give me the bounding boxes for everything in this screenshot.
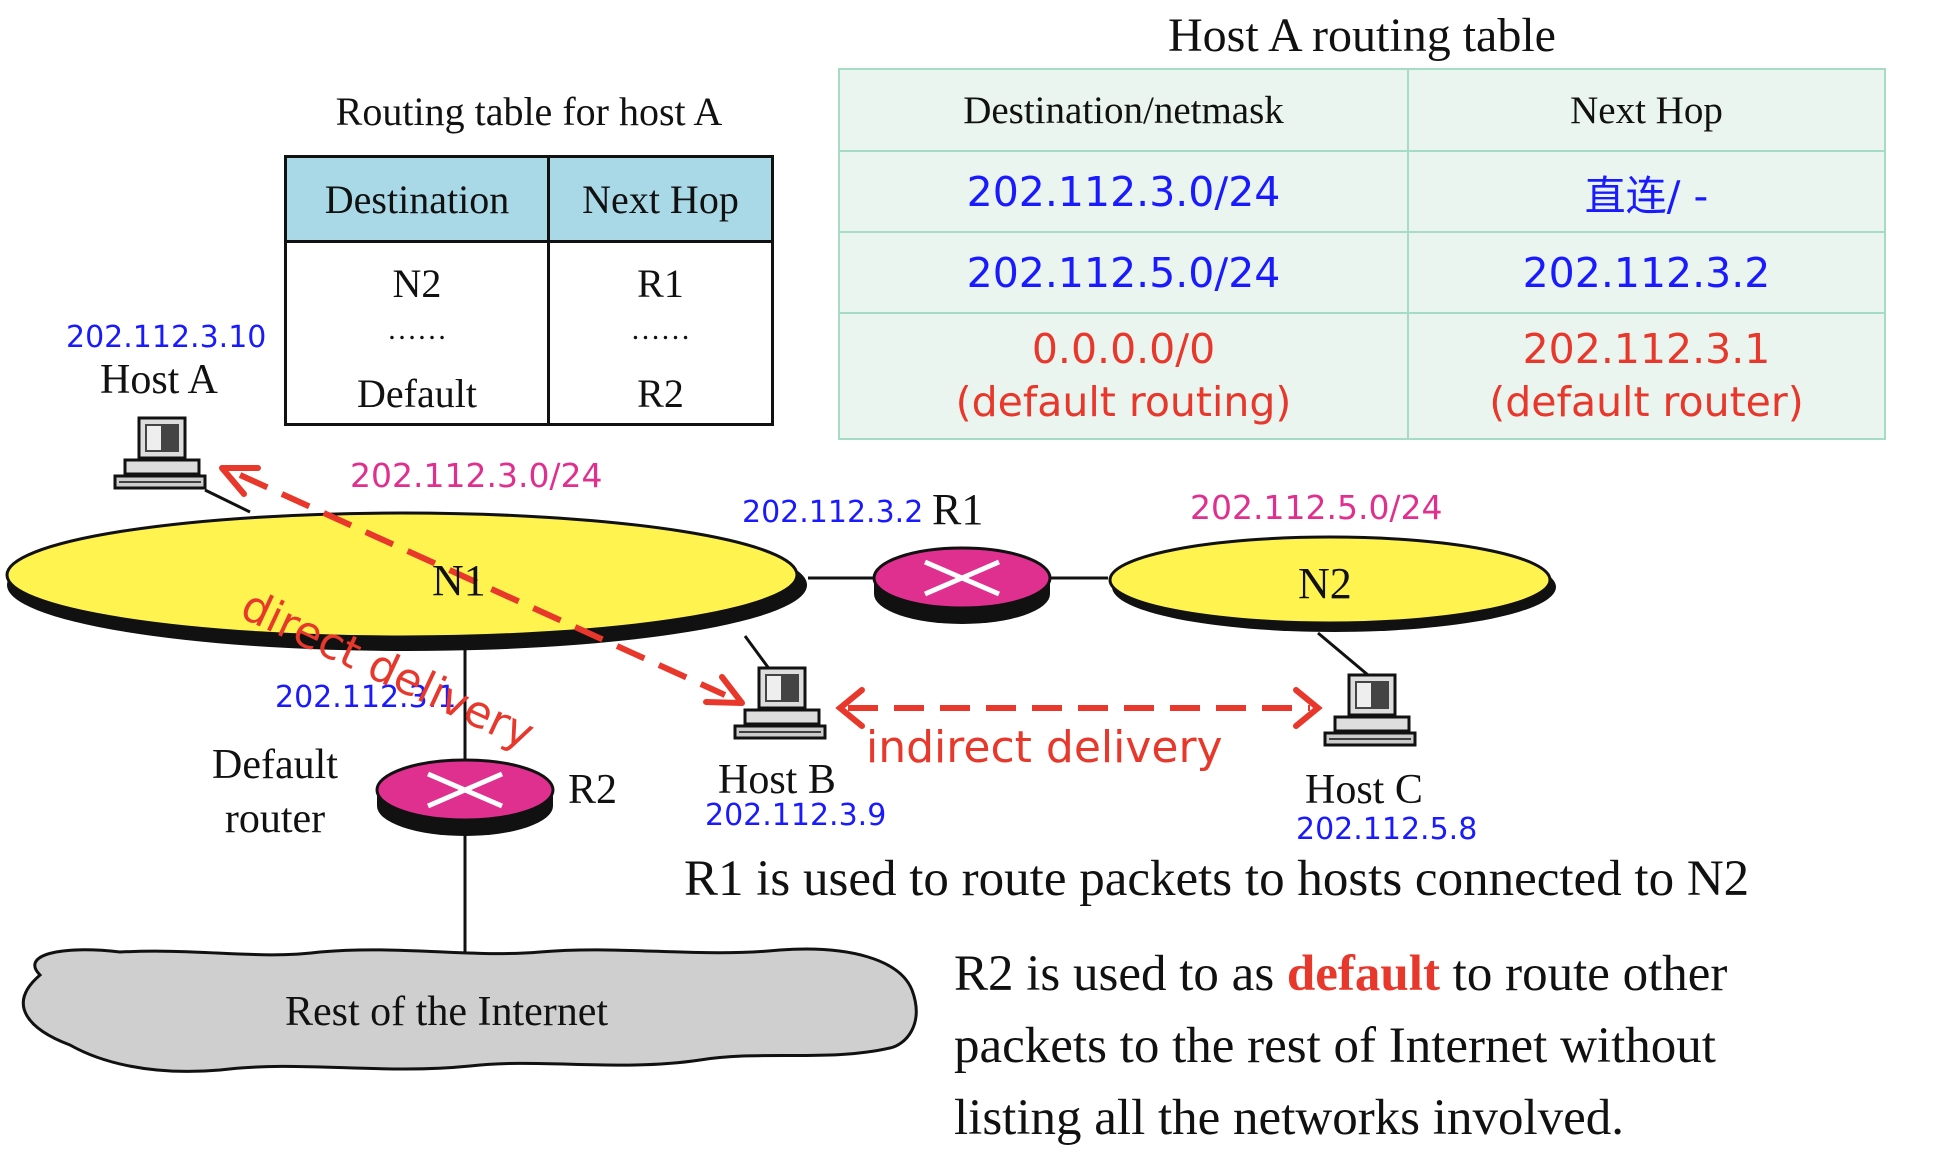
- direct-delivery-arrow: [238, 472, 727, 698]
- small-routing-table: Destination Next Hop N2 R1 …… …… Default…: [284, 155, 775, 426]
- table-cell: ……: [546, 313, 775, 363]
- r2-role-line2: router: [224, 796, 326, 842]
- default-hop: 202.112.3.1: [1522, 325, 1771, 373]
- small-table-header-destination: Destination: [284, 155, 550, 243]
- r2-label: R2: [568, 767, 618, 813]
- r2-note-line2: packets to the rest of Internet without: [954, 1018, 1716, 1074]
- big-table-title: Host A routing table: [1168, 9, 1556, 62]
- table-row: Default R2: [284, 363, 775, 425]
- host-a-routing-table: Destination/netmask Next Hop 202.112.3.0…: [838, 68, 1886, 440]
- default-dest-note: (default routing): [955, 378, 1292, 426]
- r2-note-emphasis: default: [1286, 946, 1440, 1002]
- host-a-ip: 202.112.3.10: [66, 320, 267, 355]
- r1-router: [872, 546, 1052, 624]
- table-row: 0.0.0.0/0 (default routing) 202.112.3.1 …: [838, 312, 1886, 440]
- r2-note-post: to route other: [1439, 946, 1728, 1002]
- table-row: 202.112.3.0/24 直连/ -: [838, 150, 1886, 233]
- table-cell: Default: [284, 363, 550, 425]
- r1-label: R1: [932, 485, 984, 534]
- host-c-label: Host C: [1305, 767, 1423, 813]
- r2-note: R2 is used to as default to route other …: [954, 938, 1727, 1154]
- default-hop-note: (default router): [1489, 378, 1804, 426]
- r2-note-pre: R2 is used to as: [954, 946, 1287, 1002]
- host-c-ip: 202.112.5.8: [1296, 812, 1478, 847]
- big-table-header-destination: Destination/netmask: [838, 68, 1409, 152]
- table-cell: N2: [284, 241, 550, 313]
- table-cell: 直连/ -: [1407, 150, 1886, 233]
- table-row: N2 R1: [284, 241, 775, 313]
- internet-label: Rest of the Internet: [285, 989, 609, 1035]
- host-b-computer: [733, 666, 827, 740]
- r2-ip: 202.112.3.1: [275, 680, 457, 715]
- n2-network-address: 202.112.5.0/24: [1190, 488, 1443, 527]
- table-cell: 202.112.3.1 (default router): [1407, 312, 1886, 440]
- r1-caption: R1 is used to route packets to hosts con…: [684, 851, 1750, 907]
- r2-note-line3: listing all the networks involved.: [954, 1090, 1624, 1146]
- host-b-label: Host B: [718, 757, 836, 803]
- table-cell: R2: [546, 363, 775, 425]
- small-table-title: Routing table for host A: [335, 89, 723, 134]
- table-row: 202.112.5.0/24 202.112.3.2: [838, 231, 1886, 314]
- internet-cloud: [21, 947, 918, 1073]
- r2-note-line1: R2 is used to as default to route other: [954, 938, 1727, 1010]
- n2-label: N2: [1298, 559, 1352, 608]
- host-a-label: Host A: [100, 357, 218, 403]
- r2-role-line1: Default: [212, 742, 338, 788]
- default-dest: 0.0.0.0/0: [1031, 325, 1216, 373]
- r2-router: [375, 758, 555, 836]
- r2-role: Default router: [212, 738, 338, 846]
- table-row: …… ……: [284, 313, 775, 363]
- table-cell: 202.112.3.0/24: [838, 150, 1409, 233]
- table-cell: ……: [284, 313, 550, 363]
- small-table-header-next-hop: Next Hop: [546, 155, 775, 243]
- table-cell: R1: [546, 241, 775, 313]
- table-cell: 202.112.3.2: [1407, 231, 1886, 314]
- n1-network-address: 202.112.3.0/24: [350, 456, 603, 495]
- host-c-computer: [1323, 673, 1417, 747]
- host-b-ip: 202.112.3.9: [705, 798, 887, 833]
- n1-label: N1: [432, 556, 486, 605]
- table-cell: 202.112.5.0/24: [838, 231, 1409, 314]
- table-cell: 0.0.0.0/0 (default routing): [838, 312, 1409, 440]
- big-table-header-next-hop: Next Hop: [1407, 68, 1886, 152]
- r1-ip: 202.112.3.2: [742, 495, 924, 530]
- indirect-delivery-label: indirect delivery: [866, 722, 1223, 773]
- host-a-computer: [113, 416, 207, 490]
